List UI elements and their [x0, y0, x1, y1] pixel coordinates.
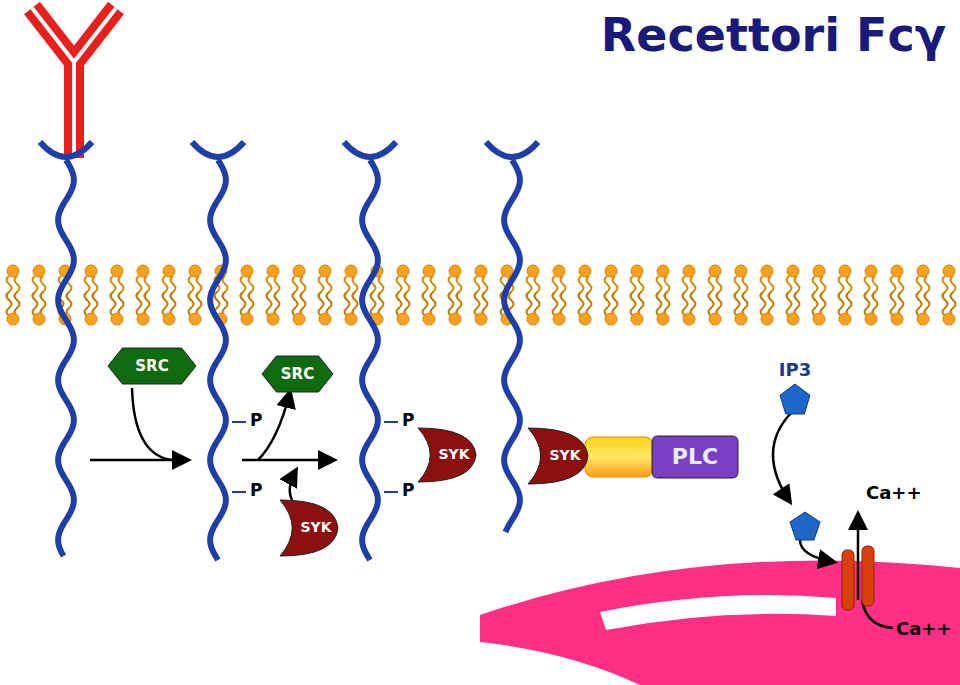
calcium-label: Ca++: [866, 482, 922, 503]
endoplasmic-reticulum: [480, 560, 960, 685]
node-text: SRC: [135, 358, 168, 375]
title: Recettori Fcγ: [601, 8, 946, 62]
syk-kinase: SYK: [280, 500, 338, 556]
syk-kinase: SYK: [418, 428, 476, 482]
fc-receptor: [210, 160, 226, 560]
fc-receptor: [362, 160, 378, 560]
node-text: SYK: [438, 447, 469, 462]
node-text: PLC: [672, 445, 718, 469]
fc-receptor: [504, 160, 520, 532]
src-kinase: SRC: [262, 356, 333, 392]
phosphate-label: P: [402, 410, 414, 430]
adaptor-box: [585, 437, 653, 477]
receptor-cup: [40, 142, 92, 157]
node-text: SRC: [281, 366, 314, 383]
calcium-label: Ca++: [896, 618, 952, 639]
receptor-cup: [192, 142, 244, 157]
syk-kinase: SYK: [528, 428, 588, 484]
phosphate-label: P: [250, 410, 262, 430]
er-lumen: [600, 595, 836, 630]
ip3-molecule: [790, 512, 820, 540]
receptors: [40, 142, 538, 560]
plc-box: PLC: [652, 436, 738, 478]
phosphate-label: P: [250, 480, 262, 500]
ip3-node: IP3: [760, 360, 830, 416]
node-text: IP3: [779, 360, 811, 380]
node-text: SYK: [300, 520, 331, 535]
receptor-cup: [486, 142, 538, 157]
receptor-cup: [344, 142, 396, 157]
calcium-channel: [842, 546, 874, 610]
arrows: [90, 388, 893, 628]
lipid-bilayer: [0, 262, 960, 328]
src-kinase: SRC: [108, 348, 196, 384]
node-text: SYK: [549, 448, 580, 463]
antibody: [32, 8, 116, 158]
fc-receptor: [58, 160, 74, 556]
phosphate-label: P: [402, 480, 414, 500]
